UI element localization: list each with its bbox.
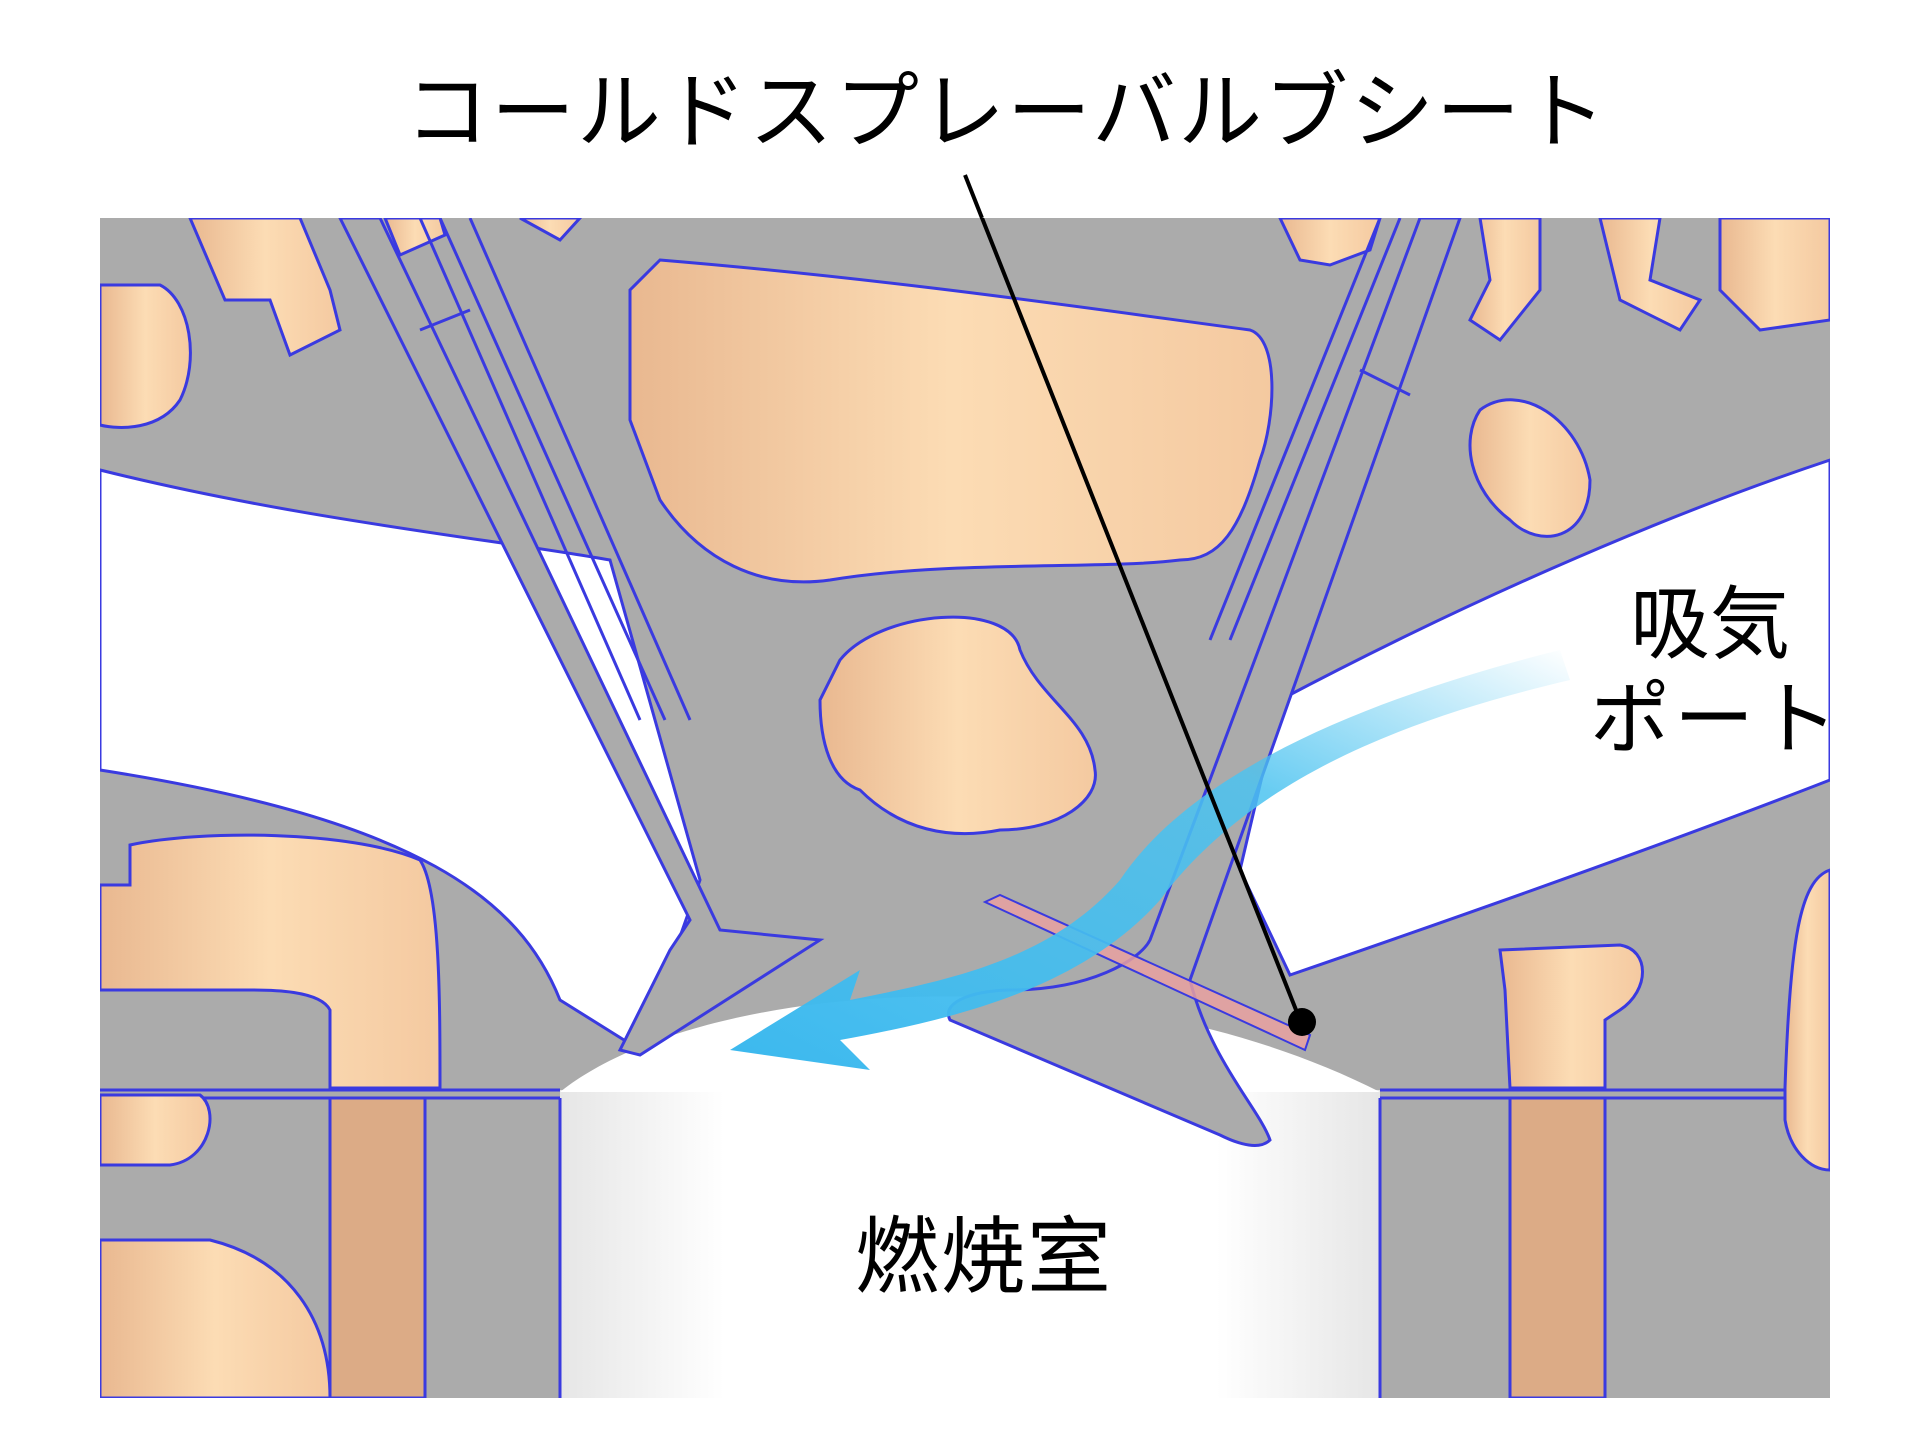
callout-dot-icon [1288,1008,1316,1036]
combustion-chamber-label: 燃焼室 [855,1208,1114,1306]
coolant-passages [98,216,1832,1400]
intake-port-label-line1: 吸気 [1630,578,1790,671]
callout-leader-line [963,174,1302,1021]
intake-valve [946,216,1463,1147]
coolant-jacket-vertical [328,1096,1607,1400]
exhaust-valve [337,216,825,1057]
title-label: コールドスプレーバルブシート [405,63,1609,161]
intake-flow-arrow [730,650,1570,1070]
intake-port-label-line2: ポート [1590,673,1842,766]
